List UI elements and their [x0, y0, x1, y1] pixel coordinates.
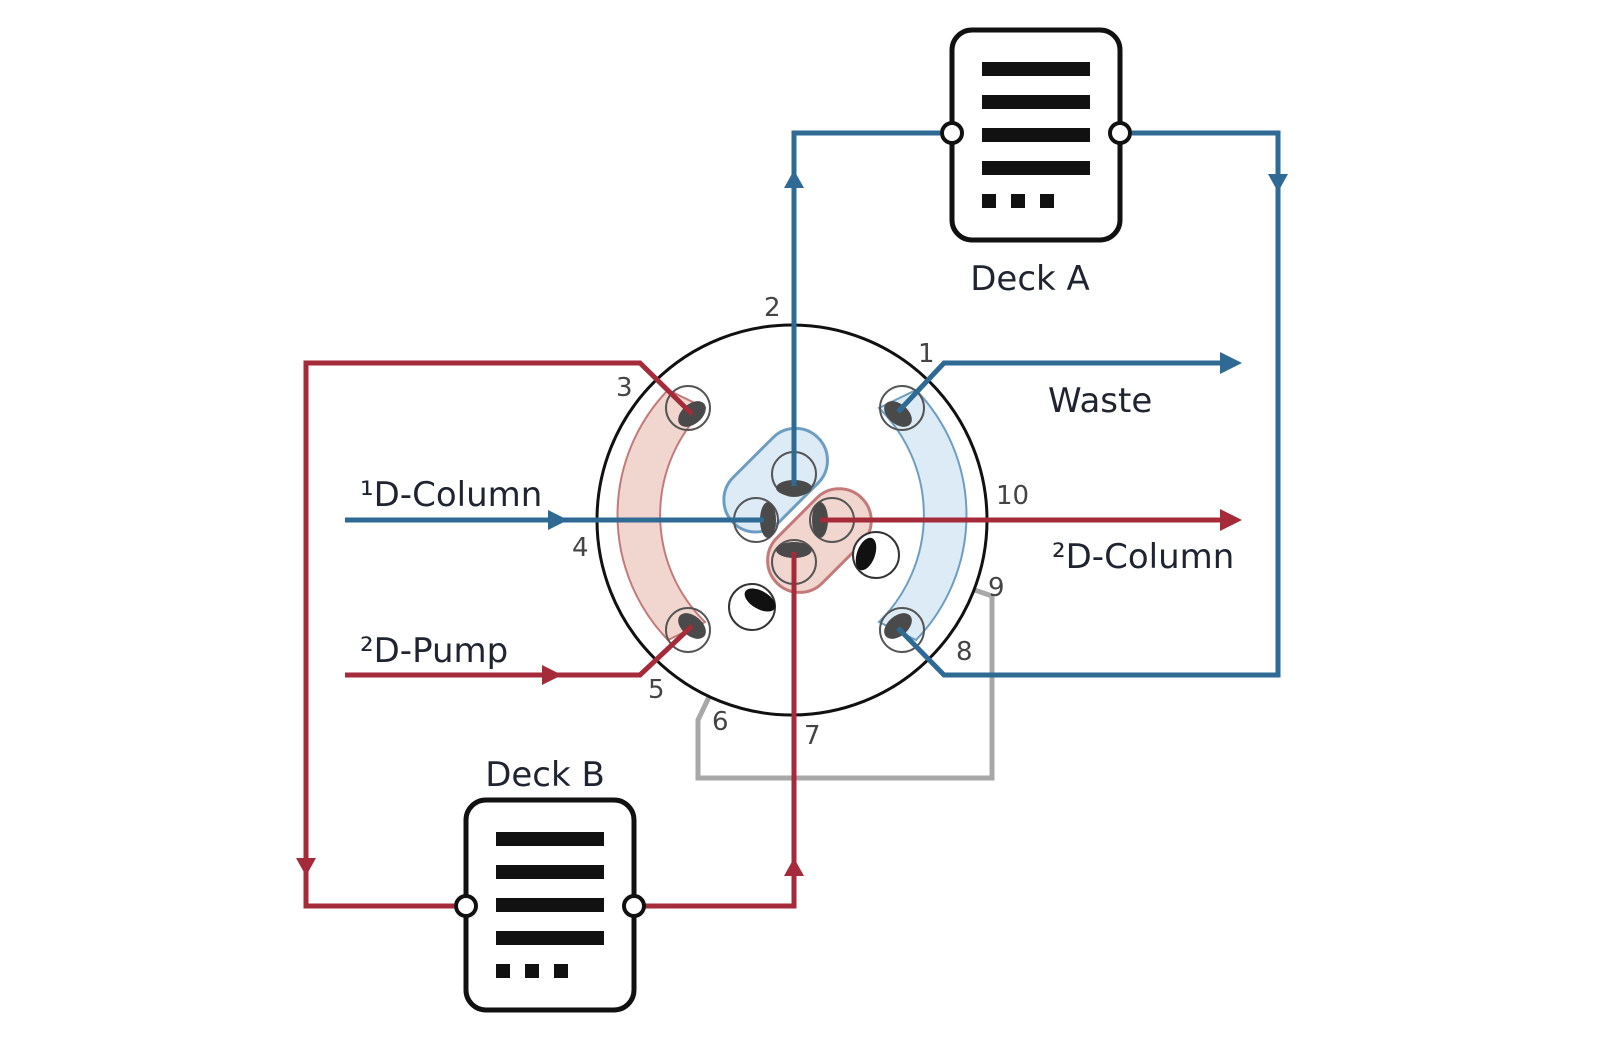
arrow-2d-column [1220, 509, 1242, 531]
deck-a-icon [940, 27, 1132, 243]
deck-a-label: Deck A [970, 259, 1090, 299]
arrow-1d-column [548, 510, 568, 530]
port-label-1: 1 [918, 339, 935, 369]
port-label-7: 7 [804, 721, 821, 751]
line-deck-a-to-port-8 [896, 130, 1281, 678]
line-port-2-to-deck-a [791, 130, 940, 486]
waste-label: Waste [1048, 381, 1152, 421]
1d-column-label: ¹D-Column [360, 475, 542, 515]
port-label-9: 9 [988, 573, 1005, 603]
port-label-8: 8 [956, 637, 973, 667]
line-port-3-to-deck-b [303, 360, 694, 909]
port-label-10: 10 [996, 481, 1029, 511]
port-label-4: 4 [572, 533, 589, 563]
port-hole-9 [852, 531, 900, 579]
arrow-port-7-up [784, 858, 804, 876]
arrow-waste [1220, 352, 1242, 374]
port-hole-6 [728, 583, 776, 631]
2d-pump-label: ²D-Pump [360, 631, 508, 671]
port-label-5: 5 [648, 675, 665, 705]
line-port-1-to-waste [896, 360, 1222, 414]
deck-b-icon [454, 797, 646, 1013]
arrow-port-2-up [784, 170, 804, 188]
port-label-2: 2 [764, 293, 781, 323]
deck-b-label: Deck B [485, 755, 605, 795]
2d-column-label: ²D-Column [1052, 537, 1234, 577]
arrow-2d-pump [542, 665, 562, 685]
line-deck-b-to-port-7 [644, 552, 797, 909]
arrow-deck-b-down [296, 858, 316, 876]
arrow-deck-a-down [1268, 174, 1288, 192]
port-label-6: 6 [712, 707, 729, 737]
port-label-3: 3 [616, 373, 633, 403]
line-2d-pump-to-port-5 [345, 624, 694, 678]
